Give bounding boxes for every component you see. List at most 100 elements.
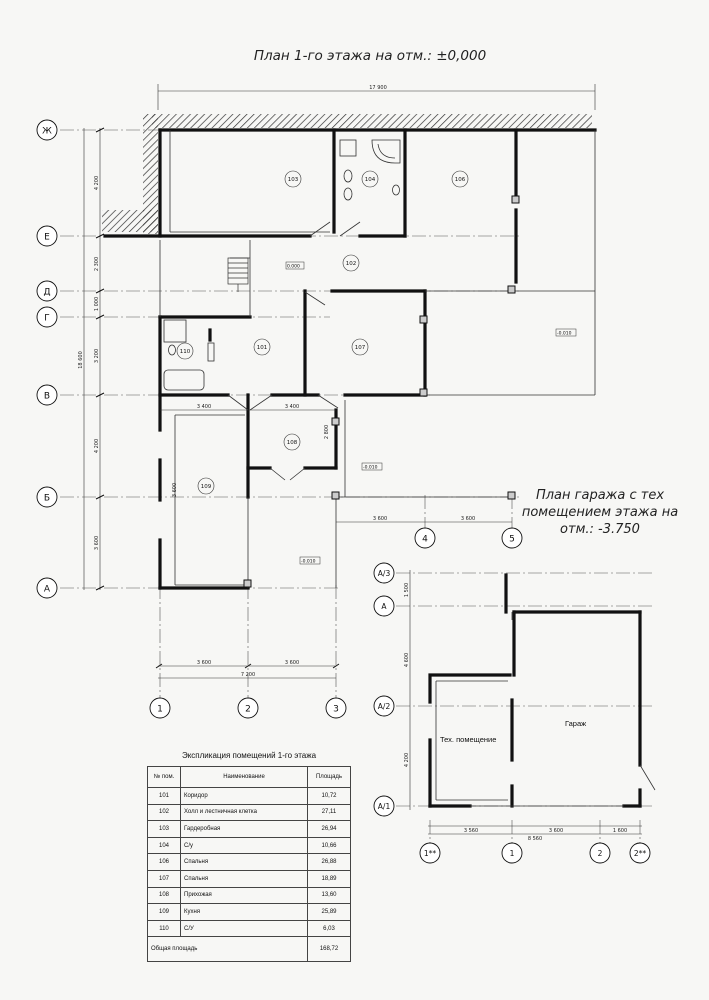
garage-title-line: План гаража с тех <box>535 488 665 503</box>
cell: 10,66 <box>307 836 351 855</box>
cell: 6,03 <box>307 919 351 938</box>
dim-overall: 17 900 <box>369 85 387 91</box>
dim-right-seg: 3 600 <box>373 516 387 522</box>
garage-dim-seg: 3 560 <box>464 828 478 834</box>
cell: 101 <box>147 787 181 805</box>
cell: 26,88 <box>307 853 351 871</box>
bathroom-fixtures <box>163 139 401 391</box>
room-106: 106 <box>451 170 469 188</box>
axis-col-5: 5 <box>501 527 523 549</box>
axis-col-2: 2 <box>237 697 259 719</box>
svg-text:А/1: А/1 <box>378 802 391 811</box>
room-labels: 101 102 103 104 106 107 108 109 110 <box>176 170 469 495</box>
axis-row-d: Д <box>36 280 58 302</box>
room-101-label: 101 <box>257 345 268 351</box>
garage-dim-left: 1 500 <box>404 583 410 597</box>
axis-row-a: А <box>36 577 58 599</box>
axis-row-g: Г <box>36 306 58 328</box>
dim-mid-seg: 3 400 <box>197 404 211 410</box>
cell: 107 <box>147 869 181 888</box>
garage-dimension-texts: 3 560 3 600 1 600 8 560 1 500 4 600 4 20… <box>404 583 627 842</box>
level-marks: 0.000 -0.010 -0.010 -0.010 <box>285 261 577 565</box>
room-109: 109 <box>197 477 215 495</box>
svg-text:Б: Б <box>44 494 50 504</box>
cell: 104 <box>147 836 181 855</box>
room-108: 108 <box>283 433 301 451</box>
svg-text:3: 3 <box>333 705 339 715</box>
cell: 106 <box>147 853 181 871</box>
ground-hatching <box>102 114 592 234</box>
dimension-lines-main <box>83 84 596 679</box>
garage-room-tech: Тех. помещение <box>440 735 496 744</box>
dim-left-seg: 1 000 <box>94 297 100 311</box>
svg-text:А/3: А/3 <box>378 569 391 578</box>
stair-icon <box>227 257 249 292</box>
svg-text:2: 2 <box>245 705 251 715</box>
dim-bottom-seg: 3 600 <box>197 660 211 666</box>
room-103: 103 <box>284 170 302 188</box>
cell: С/у <box>180 836 308 855</box>
room-106-label: 106 <box>455 177 466 183</box>
svg-text:2: 2 <box>598 849 603 858</box>
axis-row-zh: Ж <box>36 119 58 141</box>
room-110: 110 <box>176 342 194 360</box>
room-110-label: 110 <box>180 349 191 355</box>
dim-inner-vertical: 2 800 <box>324 425 330 439</box>
cell: Гардеробная <box>180 820 308 838</box>
cell: 13,60 <box>307 886 351 905</box>
room-103-label: 103 <box>288 177 299 183</box>
axis-row-v: В <box>36 384 58 406</box>
garage-walls <box>428 573 642 808</box>
explication-header-row: № пом. Наименование Площадь <box>147 766 351 788</box>
svg-text:Ж: Ж <box>42 127 52 137</box>
header-area: Площадь <box>307 766 351 788</box>
room-108-label: 108 <box>287 440 298 446</box>
svg-text:1: 1 <box>510 849 515 858</box>
garage-title-line: отм.: -3.750 <box>560 522 640 537</box>
dim-left-overall: 18 600 <box>78 351 84 369</box>
dimension-texts-main: 17 900 4 200 2 300 1 000 3 200 4 200 3 6… <box>78 85 475 678</box>
garage-dim-left: 4 600 <box>404 653 410 667</box>
cell: Холл и лестничная клетка <box>180 803 308 822</box>
dim-bottom-overall: 7 200 <box>241 672 255 678</box>
garage-axis-col-1: 1 <box>501 842 523 864</box>
cell: 26,94 <box>307 820 351 838</box>
svg-text:5: 5 <box>509 535 515 545</box>
svg-text:1**: 1** <box>424 849 437 858</box>
cell: Коридор <box>180 787 308 805</box>
cell: 25,89 <box>307 903 351 921</box>
cell: 18,89 <box>307 869 351 888</box>
svg-text:Е: Е <box>44 233 50 243</box>
garage-axis-col-2: 2 <box>589 842 611 864</box>
cell: Спальня <box>180 869 308 888</box>
garage-axis-row-a: А <box>373 595 395 617</box>
dim-left-seg: 2 300 <box>94 257 100 271</box>
dimension-ticks-main <box>95 127 340 669</box>
garage-dim-left: 4 200 <box>404 753 410 767</box>
svg-text:2**: 2** <box>634 849 647 858</box>
room-101: 101 <box>253 338 271 356</box>
level-mark: -0.010 <box>557 331 572 337</box>
door-swings <box>227 221 361 481</box>
svg-text:Д: Д <box>43 288 50 298</box>
svg-text:4: 4 <box>422 535 428 545</box>
cell: 108 <box>147 886 181 905</box>
dim-inner-vertical: 3 600 <box>172 483 178 497</box>
svg-text:Г: Г <box>44 314 50 324</box>
garage-axis-row-a3: А/3 <box>373 562 395 584</box>
cell: 103 <box>147 820 181 838</box>
axis-row-b: Б <box>36 486 58 508</box>
cell: Спальня <box>180 853 308 871</box>
cell: 102 <box>147 803 181 822</box>
garage-room-garage: Гараж <box>565 719 586 728</box>
thin-lines-main <box>159 130 596 588</box>
dim-left-seg: 4 200 <box>94 439 100 453</box>
